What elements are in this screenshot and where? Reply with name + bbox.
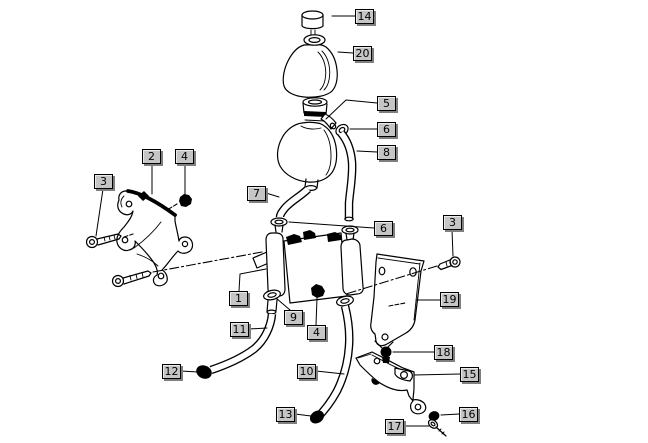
leader-line-radiator-nut (315, 297, 318, 326)
callout-hose-lower-right[interactable]: 10 (297, 364, 316, 379)
expansion-tank-art (282, 34, 338, 98)
callout-label: 2 (148, 150, 155, 163)
callout-mounting-bracket-right[interactable]: 19 (440, 292, 459, 307)
callout-label: 4 (313, 326, 320, 339)
screw-3-right-art (345, 256, 461, 295)
callout-label: 15 (462, 368, 477, 381)
radiator-art (252, 230, 364, 315)
leader-line-bracket-screw-upper (95, 188, 104, 237)
callout-label: 17 (387, 420, 402, 433)
callout-expansion-tank[interactable]: 20 (353, 46, 372, 61)
callout-label: 4 (181, 150, 188, 163)
hose-7-art (275, 185, 312, 218)
leader-line-hose-reservoir (265, 192, 280, 198)
lower-bracket-art (355, 351, 427, 415)
callout-bracket-screw-right[interactable]: 3 (443, 215, 462, 230)
hose-8-art (337, 130, 357, 222)
filler-neck-art (302, 97, 337, 130)
hose-10-art (313, 304, 354, 422)
callout-label: 14 (357, 10, 372, 23)
hose-clip-right-art (309, 410, 325, 424)
callout-radiator-nut[interactable]: 4 (307, 325, 326, 340)
callout-label: 7 (253, 187, 260, 200)
callout-support-bracket[interactable]: 2 (142, 149, 161, 164)
callout-hose-clip-right[interactable]: 13 (276, 407, 295, 422)
callout-label: 6 (383, 123, 390, 136)
leader-line-hose-lower-left (248, 327, 268, 330)
leader-line-bracket-screw-right (451, 229, 454, 257)
reservoir-cap-art (301, 10, 324, 30)
callout-hose-lower-left[interactable]: 11 (230, 322, 249, 337)
clip-nut-art (166, 194, 192, 211)
callout-bracket-screw-lower[interactable]: 17 (385, 419, 404, 434)
leader-lines (95, 15, 461, 427)
leader-line-hose-clip-right (294, 413, 312, 417)
callout-label: 9 (290, 311, 297, 324)
hose-11-art (209, 313, 277, 375)
callout-label: 16 (461, 408, 476, 421)
reservoir-bottle-art (276, 121, 338, 192)
callout-hose-reservoir[interactable]: 7 (247, 186, 266, 201)
callout-label: 5 (383, 97, 390, 110)
screw-3-upper-art (85, 233, 134, 249)
callout-label: 11 (232, 323, 247, 336)
leader-line-expansion-tank (337, 51, 354, 54)
callout-clip-nut[interactable]: 4 (175, 149, 194, 164)
callout-label: 6 (380, 222, 387, 235)
screw-3-lower-left-art (111, 251, 263, 288)
callout-filler-neck[interactable]: 5 (377, 96, 396, 111)
leader-line-hose-clip-left (180, 370, 199, 373)
callout-hose-clamp-upper[interactable]: 6 (377, 122, 396, 137)
callout-label: 8 (383, 146, 390, 159)
callout-flange-nut[interactable]: 16 (459, 407, 478, 422)
rubber-mount-art (374, 340, 394, 363)
leader-line-hose-clamp-radiator (288, 221, 375, 229)
callout-label: 20 (355, 47, 370, 60)
leader-line-filler-neck (325, 99, 378, 120)
screw-17-art (427, 419, 447, 437)
callout-outlet-grommet[interactable]: 9 (284, 310, 303, 325)
callout-label: 12 (164, 365, 179, 378)
callout-lower-bracket[interactable]: 15 (460, 367, 479, 382)
callout-label: 1 (235, 292, 242, 305)
callout-label: 10 (299, 365, 314, 378)
leader-line-hose-lower-right (315, 370, 345, 375)
leader-line-hose-tank-to-radiator (356, 150, 378, 153)
callout-bracket-screw-upper[interactable]: 3 (94, 174, 113, 189)
support-bracket-art (116, 189, 194, 287)
leader-line-flange-nut (440, 413, 460, 416)
leader-line-radiator (238, 268, 267, 292)
leader-line-outlet-grommet (275, 297, 291, 311)
callout-hose-tank-to-radiator[interactable]: 8 (377, 145, 396, 160)
callout-radiator[interactable]: 1 (229, 291, 248, 306)
radiator-inlet-left-art (270, 217, 288, 233)
callout-label: 3 (100, 175, 107, 188)
leader-line-lower-bracket (413, 373, 461, 376)
callout-rubber-mount[interactable]: 18 (434, 345, 453, 360)
hose-clip-left-art (196, 365, 212, 379)
callout-label: 13 (278, 408, 293, 421)
callout-hose-clamp-radiator[interactable]: 6 (374, 221, 393, 236)
callout-label: 3 (449, 216, 456, 229)
callout-label: 18 (436, 346, 451, 359)
callout-reservoir-cap[interactable]: 14 (355, 9, 374, 24)
flange-nut-art (428, 411, 440, 421)
callout-label: 19 (442, 293, 457, 306)
callout-hose-clip-left[interactable]: 12 (162, 364, 181, 379)
